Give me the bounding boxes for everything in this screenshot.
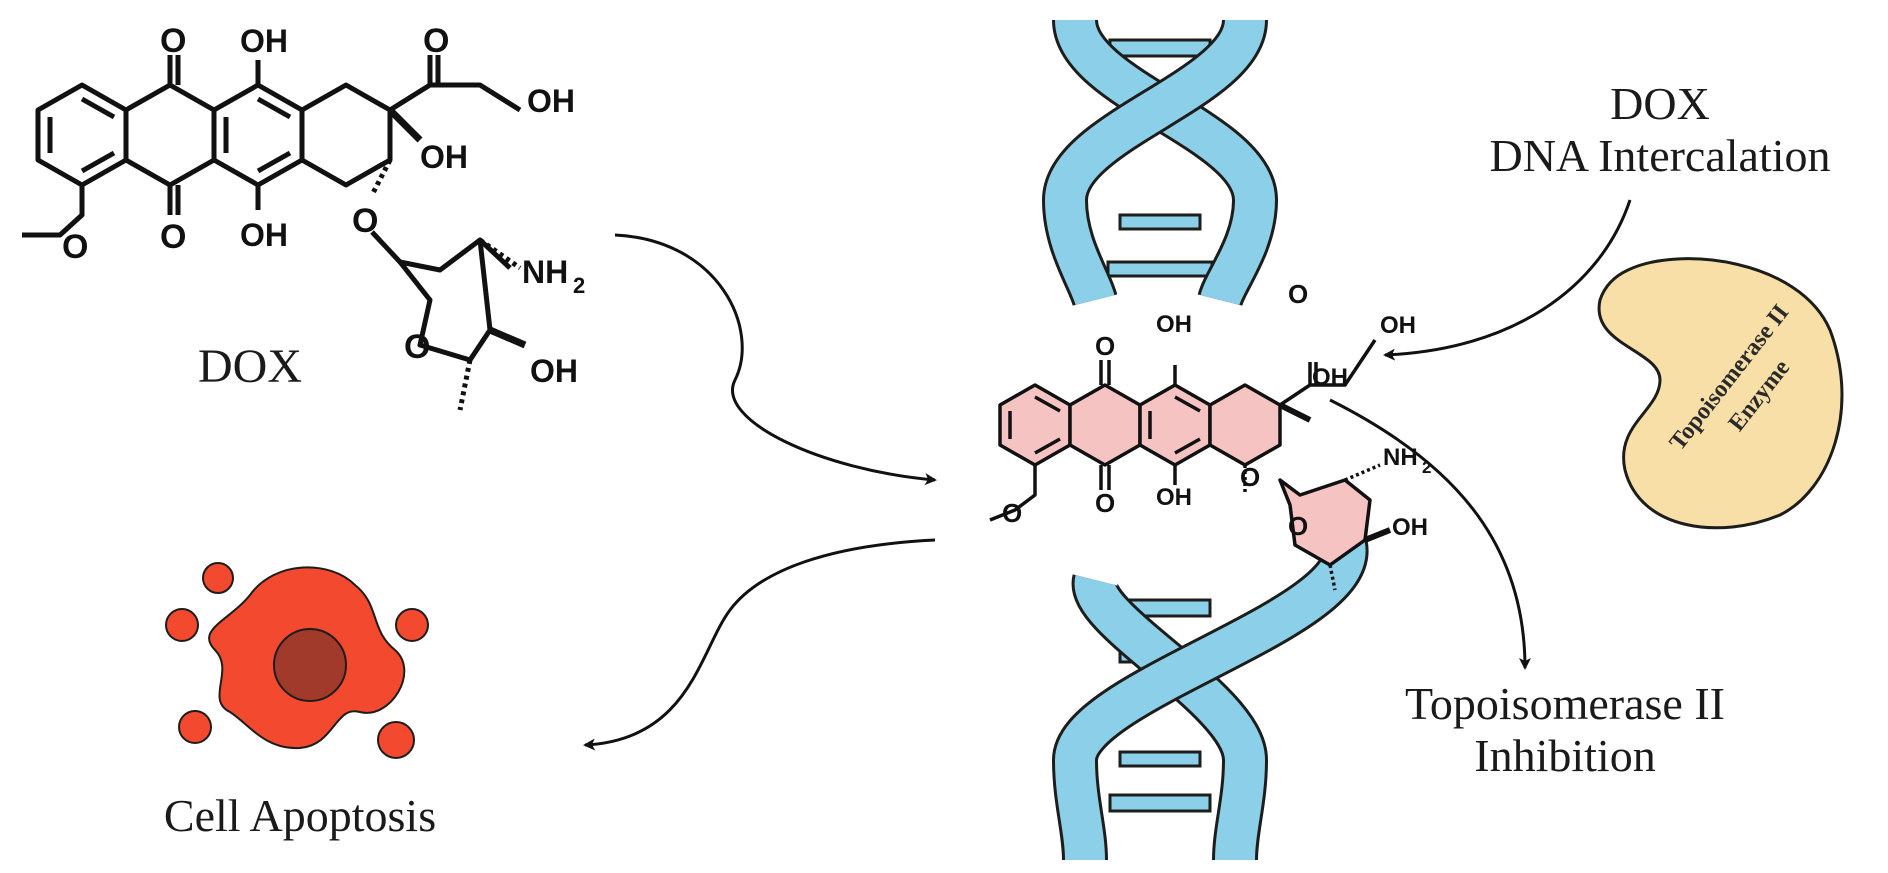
topoisomerase-inhibition-label: Topoisomerase II Inhibition <box>1340 678 1790 781</box>
svg-text:O: O <box>62 228 88 266</box>
dox-label: DOX <box>198 340 302 393</box>
svg-text:OH: OH <box>240 23 288 59</box>
svg-text:O: O <box>1095 488 1115 518</box>
svg-text:O: O <box>1095 331 1115 361</box>
intercalation-line-2: DNA Intercalation <box>1489 129 1831 181</box>
svg-text:O: O <box>1288 511 1308 541</box>
dox-intercalated-structure <box>989 339 1392 591</box>
svg-text:O: O <box>1002 498 1022 528</box>
inhibition-line-1: Topoisomerase II <box>1405 678 1725 729</box>
svg-text:O: O <box>352 202 378 240</box>
svg-text:O: O <box>160 22 186 60</box>
svg-text:OH: OH <box>1392 514 1428 541</box>
svg-text:OH: OH <box>1156 311 1192 338</box>
dox-free-structure <box>22 55 527 411</box>
svg-text:2: 2 <box>573 273 585 298</box>
svg-text:OH: OH <box>1312 364 1348 391</box>
svg-text:NH: NH <box>522 254 568 290</box>
dna-helix-top <box>1041 17 1279 308</box>
cell-apoptosis-label: Cell Apoptosis <box>163 790 437 841</box>
arrow-intercalation-to-dox <box>1383 199 1632 361</box>
arrow-dna-to-apoptosis <box>583 538 936 751</box>
svg-text:O: O <box>160 218 186 256</box>
svg-text:O: O <box>1288 279 1308 309</box>
svg-text:OH: OH <box>527 83 575 119</box>
svg-text:OH: OH <box>530 353 578 389</box>
topoisomerase-enzyme: Topoisomerase II Enzyme <box>1597 257 1844 530</box>
arrow-dox-to-dna <box>614 233 937 486</box>
dox-intercalated-atom-labels: O O OH OH O OH OH O O O NH 2 OH <box>1002 279 1431 541</box>
svg-text:NH: NH <box>1383 444 1418 471</box>
svg-text:2: 2 <box>1422 458 1431 477</box>
arrow-dox-to-topo-inhibition <box>1329 398 1531 670</box>
svg-text:OH: OH <box>1156 484 1192 511</box>
dox-free-atom-labels: O O OH OH O OH OH O O O NH 2 OH <box>62 22 585 389</box>
svg-text:O: O <box>404 328 430 366</box>
svg-text:OH: OH <box>240 217 288 253</box>
svg-text:O: O <box>423 22 449 60</box>
apoptotic-cell-icon <box>165 562 429 759</box>
inhibition-line-2: Inhibition <box>1474 729 1656 781</box>
svg-text:OH: OH <box>420 139 468 175</box>
svg-text:O: O <box>1240 462 1260 492</box>
dna-helix-bottom <box>1051 540 1369 861</box>
intercalation-line-1: DOX <box>1610 78 1710 129</box>
dox-intercalation-label: DOX DNA Intercalation <box>1440 78 1880 181</box>
svg-text:OH: OH <box>1380 312 1416 339</box>
